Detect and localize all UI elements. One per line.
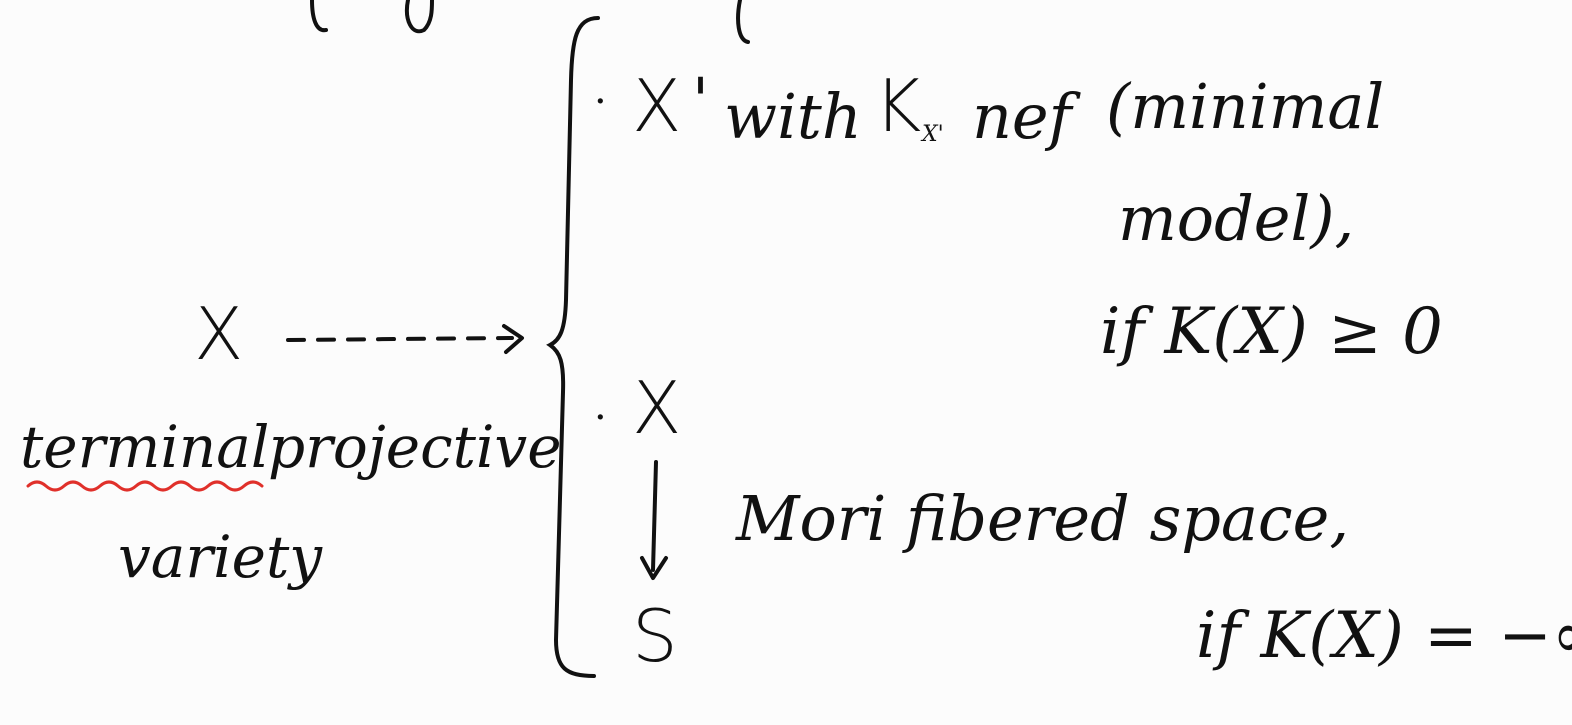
case2-description: Mori fibered space, xyxy=(736,482,1350,555)
cropped-stroke-3 xyxy=(736,0,750,44)
down-arrow-line xyxy=(651,460,658,572)
case1-paren-line1: (minimal xyxy=(1106,70,1385,143)
cropped-stroke-2 xyxy=(405,0,434,34)
case1-with: with xyxy=(724,80,862,153)
source-symbol: X xyxy=(194,292,244,376)
case2-symbol-bottom: S xyxy=(632,594,678,678)
case1-nef: nef xyxy=(972,80,1072,153)
label-terminal: terminal xyxy=(20,413,270,481)
case2-condition: if K(X) = −∞ xyxy=(1196,599,1572,673)
label-variety: variety xyxy=(118,523,323,591)
case2-bullet: · xyxy=(594,395,607,441)
dashed-arrow-line xyxy=(286,336,514,342)
dashed-arrow-head xyxy=(502,324,524,354)
case2-symbol-top: X xyxy=(632,366,682,450)
case1-symbol: X xyxy=(632,64,682,148)
case1-K-subscript: X' xyxy=(922,122,944,147)
wavy-underline xyxy=(26,480,264,492)
case1-condition: if K(X) ≥ 0 xyxy=(1100,295,1443,369)
case1-prime: ' xyxy=(692,64,710,137)
case1-paren-line2: model), xyxy=(1118,182,1355,255)
curly-brace xyxy=(546,16,600,678)
down-arrow-head xyxy=(640,556,668,580)
case1-bullet: · xyxy=(594,79,607,125)
cropped-stroke-1 xyxy=(310,0,328,33)
case1-K: K xyxy=(874,64,922,148)
label-projective: projective xyxy=(268,413,562,481)
